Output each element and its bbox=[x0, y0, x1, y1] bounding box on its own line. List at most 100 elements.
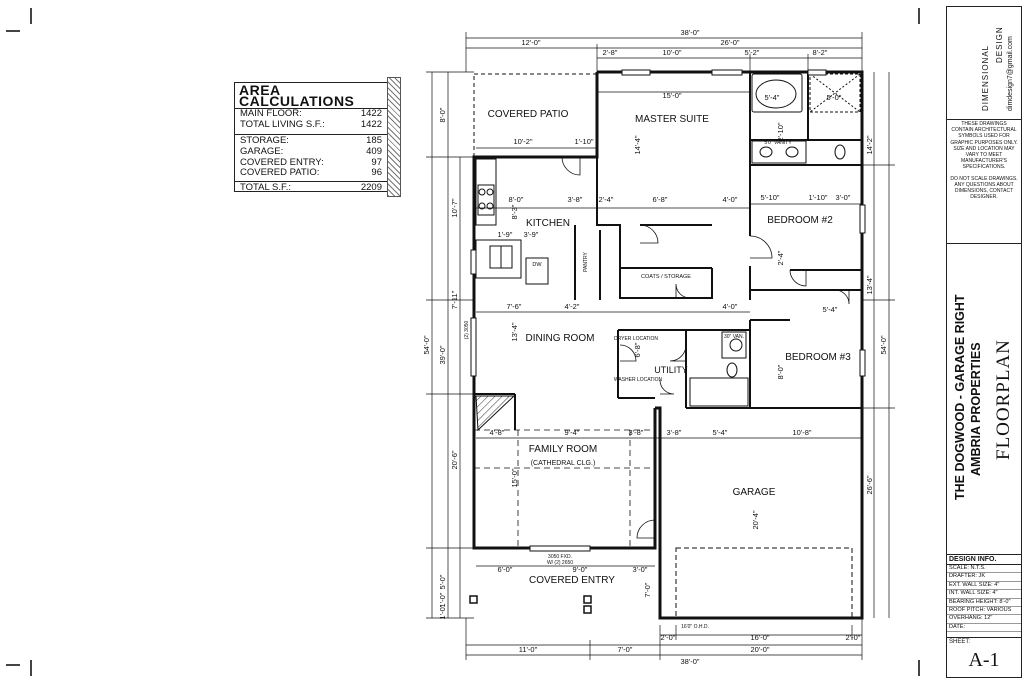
dim-bed2-c: 3'-0" bbox=[836, 193, 851, 202]
info-bearing-height: BEARING HEIGHT: 8'-0" bbox=[947, 599, 1021, 607]
dim-left-a: 8'-0" bbox=[438, 107, 447, 122]
area-row-total-living: TOTAL LIVING S.F.:1422 bbox=[240, 118, 382, 130]
designer-logo: DIMENSIONAL DESIGN dimdesign7@gmail.com bbox=[947, 7, 1021, 120]
dim-patio-step: 1'-10" bbox=[574, 137, 593, 146]
label-dw: DW bbox=[532, 262, 542, 268]
dim-left-e: 5'-0" bbox=[438, 574, 447, 589]
label-pantry: PANTRY bbox=[583, 251, 589, 271]
dim-top-right: 26'-0" bbox=[720, 38, 739, 47]
dim-garage-right: 2'-0" bbox=[846, 633, 861, 642]
dim-garage-mid: 16'-0" bbox=[750, 633, 769, 642]
dimension-lines bbox=[426, 32, 895, 660]
dim-bottom-right: 20'-0" bbox=[750, 645, 769, 654]
room-label-covered-entry: COVERED ENTRY bbox=[529, 575, 615, 586]
label-washer-location: WASHER LOCATION bbox=[614, 377, 663, 383]
dim-dining-c: 13'-4" bbox=[510, 322, 519, 341]
dim-left-overall: 54'-0" bbox=[422, 335, 431, 354]
info-date: DATE: bbox=[947, 624, 1021, 633]
project-client: AMBRIA PROPERTIES bbox=[969, 342, 983, 476]
dim-fam-d: 15'-0" bbox=[510, 468, 519, 487]
project-title-area: THE DOGWOOD - GARAGE RIGHT AMBRIA PROPER… bbox=[947, 243, 1021, 555]
drawing-notes: THESE DRAWINGS CONTAIN ARCHITECTURAL SYM… bbox=[950, 121, 1018, 200]
label-patio-door: (2) 3050 bbox=[464, 320, 470, 339]
room-label-master-suite: MASTER SUITE bbox=[635, 114, 709, 125]
room-label-utility: UTILITY bbox=[654, 365, 688, 375]
info-int-wall: INT. WALL SIZE: 4" bbox=[947, 590, 1021, 599]
dim-gar-c: 10'-8" bbox=[792, 428, 811, 437]
dim-left-d: 20'-6" bbox=[450, 450, 459, 469]
room-label-dining-room: DINING ROOM bbox=[526, 333, 595, 344]
label-garage-door: 16'0" O.H.D. bbox=[681, 624, 709, 630]
crop-mark bbox=[30, 8, 32, 24]
table-shadow-hatch bbox=[387, 77, 401, 197]
dim-entry-d: 7'-0" bbox=[643, 582, 652, 597]
sheet-label: SHEET: bbox=[949, 639, 971, 645]
dim-hall-b: 6'-8" bbox=[653, 195, 668, 204]
dim-entry-c: 3'-0" bbox=[633, 565, 648, 574]
dim-gar-b: 5'-4" bbox=[713, 428, 728, 437]
dim-util-a: 6'-8" bbox=[633, 342, 642, 357]
area-row-garage: GARAGE:409 bbox=[240, 145, 382, 157]
dim-hall-c: 4'-0" bbox=[723, 195, 738, 204]
room-label-kitchen: KITCHEN bbox=[526, 218, 570, 229]
info-overhang: OVERHANG: 12" bbox=[947, 615, 1021, 624]
crop-mark bbox=[918, 660, 920, 676]
design-info: DESIGN INFO. SCALE: N.T.S. DRAFTER: JK E… bbox=[947, 555, 1021, 633]
dim-left-f: 1'-0" bbox=[438, 592, 447, 607]
room-label-family-room: FAMILY ROOM bbox=[529, 444, 598, 455]
exterior-walls bbox=[472, 70, 864, 620]
logo-line1: DIMENSIONAL bbox=[981, 44, 990, 111]
dim-left-g: 1'-0" bbox=[438, 604, 447, 619]
dim-kitchen-a: 8'-0" bbox=[509, 195, 524, 204]
dim-bath-b: 5'-0" bbox=[827, 93, 842, 102]
label-vanity-double: 5'0" VANITY bbox=[764, 140, 792, 146]
dim-entry-b: 9'-0" bbox=[573, 565, 588, 574]
design-info-header: DESIGN INFO. bbox=[947, 555, 1021, 565]
dim-top-overall: 38'-0" bbox=[680, 28, 699, 37]
fireplace bbox=[475, 395, 516, 432]
dim-dining-a: 7'-6" bbox=[507, 302, 522, 311]
sheet-number: A-1 bbox=[968, 649, 1000, 671]
dim-top-c: 5'-2" bbox=[745, 48, 760, 57]
dim-garage-left: 2'-0" bbox=[661, 633, 676, 642]
dim-patio-w: 10'-2" bbox=[513, 137, 532, 146]
bath-fixtures bbox=[689, 73, 861, 407]
area-row-total: TOTAL S.F.:2209 bbox=[235, 180, 387, 194]
dim-fam-c: 3'-8" bbox=[629, 428, 644, 437]
sheet-number-box: SHEET: A-1 bbox=[947, 637, 1021, 678]
dim-left-inner: 39'-0" bbox=[438, 345, 447, 364]
dim-top-a: 2'-8" bbox=[603, 48, 618, 57]
door-swings bbox=[561, 156, 850, 539]
area-calculations-table: AREA CALCULATIONS MAIN FLOOR:1422 TOTAL … bbox=[234, 77, 401, 197]
dim-bottom-overall: 38'-0" bbox=[680, 657, 699, 666]
dim-bottom-left: 11'-0" bbox=[519, 645, 538, 654]
logo-line2: DESIGN bbox=[995, 26, 1004, 63]
notes-disclaimer: THESE DRAWINGS CONTAIN ARCHITECTURAL SYM… bbox=[950, 121, 1018, 171]
dim-bed3-a: 8'-0" bbox=[776, 364, 785, 379]
interior-walls bbox=[474, 72, 862, 430]
title-block: DIMENSIONAL DESIGN dimdesign7@gmail.com … bbox=[946, 6, 1022, 678]
area-row-covered-entry: COVERED ENTRY:97 bbox=[240, 156, 382, 168]
dim-fam-a: 4'-8" bbox=[490, 428, 505, 437]
dim-master-h: 14'-4" bbox=[633, 135, 642, 154]
info-ext-wall: EXT. WALL SIZE: 4" bbox=[947, 582, 1021, 591]
room-label-garage: GARAGE bbox=[733, 487, 776, 498]
dim-bed2-b: 1'-10" bbox=[808, 193, 827, 202]
windows bbox=[470, 69, 866, 552]
dim-gar-a: 3'-8" bbox=[667, 428, 682, 437]
dim-bottom-mid: 7'-0" bbox=[618, 645, 633, 654]
dim-fam-b: 9'-4" bbox=[565, 428, 580, 437]
dim-bed2-d: 2'-4" bbox=[776, 250, 785, 265]
dim-hall-a: 2'-4" bbox=[599, 195, 614, 204]
area-row-storage: STORAGE:185 bbox=[235, 134, 387, 147]
sheet-title: FLOORPLAN bbox=[993, 339, 1014, 460]
dim-top-left: 12'-0" bbox=[521, 38, 540, 47]
crop-mark bbox=[30, 660, 32, 676]
label-front-window: 3050 FXD. bbox=[548, 554, 572, 560]
room-label-coats-storage: COATS / STORAGE bbox=[641, 274, 691, 280]
label-vanity-single: 30" VAN. bbox=[724, 334, 744, 340]
area-row-main-floor: MAIN FLOOR:1422 bbox=[240, 108, 382, 120]
dim-kitchen-c: 8'-3" bbox=[510, 204, 519, 219]
project-name: THE DOGWOOD - GARAGE RIGHT bbox=[953, 294, 967, 500]
